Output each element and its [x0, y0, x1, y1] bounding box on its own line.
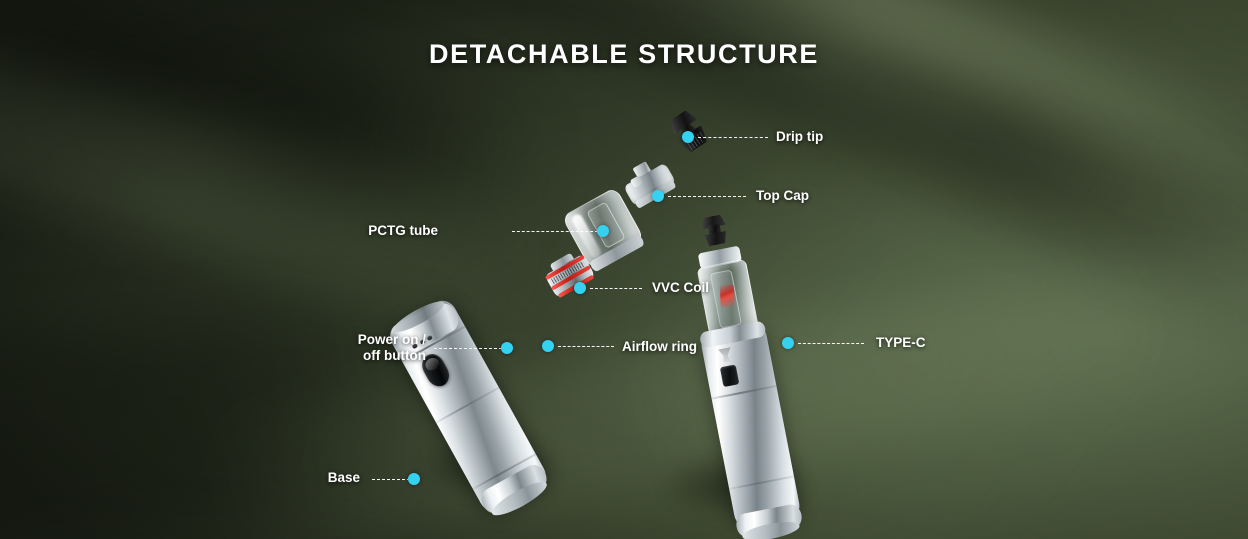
callout-dot-airflow-ring[interactable] [542, 340, 554, 352]
callout-dot-base[interactable] [408, 473, 420, 485]
leader-line-top-cap [668, 196, 746, 197]
leader-line-vvc-coil [590, 288, 642, 289]
callout-label-airflow-ring: Airflow ring [622, 339, 697, 354]
callout-dot-pctg-tube[interactable] [597, 225, 609, 237]
power-button-label-line2: off button [363, 348, 426, 363]
callout-label-drip-tip: Drip tip [776, 129, 824, 144]
power-button-label-line1: Power on / [357, 332, 426, 347]
callout-dot-type-c[interactable] [782, 337, 794, 349]
assembly-drip-tip [699, 214, 730, 248]
page-title: DETACHABLE STRUCTURE [429, 39, 819, 69]
callout-label-pctg-tube: PCTG tube [368, 223, 438, 238]
callout-label-base: Base [327, 470, 360, 485]
callout-dot-vvc-coil[interactable] [574, 282, 586, 294]
callout-label-power-button: Power on / off button [358, 332, 426, 364]
assembly-coil-seal [719, 284, 735, 308]
callout-label-vvc-coil: VVC Coil [652, 280, 710, 295]
leader-line-pctg-tube [512, 231, 598, 232]
leader-line-power-button [434, 348, 502, 349]
leader-line-airflow-ring [558, 346, 614, 347]
callout-dot-top-cap[interactable] [652, 190, 664, 202]
callout-dot-drip-tip[interactable] [682, 131, 694, 143]
leader-line-base [372, 479, 410, 480]
callout-label-top-cap: Top Cap [756, 188, 809, 203]
leader-line-drip-tip [698, 137, 768, 138]
leader-line-type-c [798, 343, 864, 344]
callout-label-type-c: TYPE-C [876, 335, 926, 350]
callout-dot-power-button[interactable] [501, 342, 513, 354]
